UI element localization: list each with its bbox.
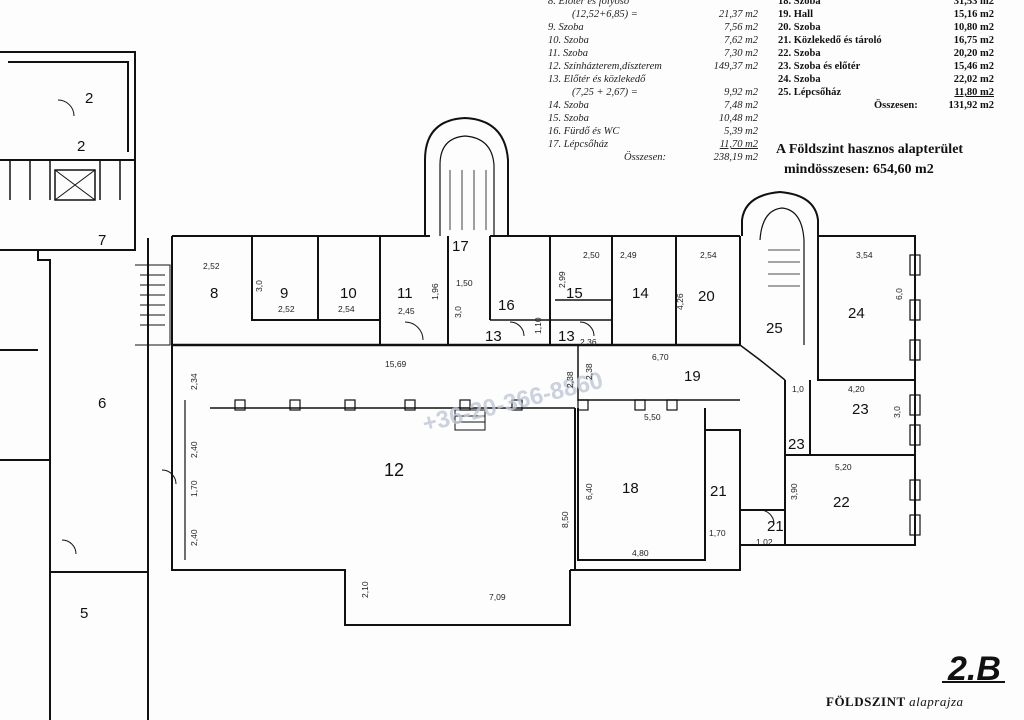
dim-label: 3,0 — [892, 406, 902, 418]
dim-label: 2,10 — [360, 581, 370, 598]
room-label-12: 12 — [384, 460, 404, 480]
dim-label: 1,0 — [792, 384, 804, 394]
room-label-5: 5 — [80, 605, 88, 622]
dim-label: 15,69 — [385, 359, 407, 369]
room-label-23-small: 23 — [788, 436, 805, 453]
dim-label: 2,54 — [700, 250, 717, 260]
dim-label: 2,45 — [398, 306, 415, 316]
dim-label: 2,38 — [565, 371, 575, 388]
dim-label: 3,0 — [453, 306, 463, 318]
dim-label: 3,0 — [254, 280, 264, 292]
room-label-21-small: 21 — [767, 518, 784, 535]
dim-label: 2,38 — [584, 363, 594, 380]
dim-label: 2,40 — [189, 529, 199, 546]
room-label-22: 22 — [833, 494, 850, 511]
room-label-15: 15 — [566, 285, 583, 302]
room-label-19: 19 — [684, 368, 701, 385]
room-label-13: 13 — [485, 328, 502, 345]
area-list-left: 8. Előtér és folyosó (12,52+6,85) =21,37… — [548, 0, 758, 164]
dim-label: 4,26 — [675, 293, 685, 310]
room-label-23: 23 — [852, 401, 869, 418]
area-row: (12,52+6,85) =21,37 m2 — [572, 9, 758, 20]
dim-label: 1,70 — [189, 480, 199, 497]
room-label-2: 2 — [85, 90, 93, 107]
dim-label: 2,54 — [338, 304, 355, 314]
area-row: 13. Előtér és közlekedő — [548, 74, 646, 85]
room-label-17: 17 — [452, 238, 469, 255]
drawing-title-main: FÖLDSZINT — [826, 694, 906, 709]
dim-label: 2,99 — [557, 271, 567, 288]
room-label-20: 20 — [698, 288, 715, 305]
dim-label: 1,02 — [756, 537, 773, 547]
room-label-10: 10 — [340, 285, 357, 302]
room-label-14: 14 — [632, 285, 649, 302]
room-label-21: 21 — [710, 483, 727, 500]
dim-label: 5,50 — [644, 412, 661, 422]
summary-line-2: mindösszesen: 654,60 m2 — [784, 162, 934, 177]
area-total-row: Összesen:238,19 m2 — [624, 152, 758, 163]
dim-label: 2,49 — [620, 250, 637, 260]
dim-label: 2,50 — [583, 250, 600, 260]
room-label-8: 8 — [210, 285, 218, 302]
dim-label: 7,09 — [489, 592, 506, 602]
room-label-7: 7 — [98, 232, 106, 249]
dim-label: 4,80 — [632, 548, 649, 558]
drawing-number: 2.B — [942, 650, 1005, 688]
dim-label: 1,70 — [709, 528, 726, 538]
room-label-9: 9 — [280, 285, 288, 302]
dim-label: 5,20 — [835, 462, 852, 472]
dim-label: 2,52 — [278, 304, 295, 314]
room-label-24: 24 — [848, 305, 865, 322]
dim-label: 1,50 — [456, 278, 473, 288]
dim-label: 6,40 — [584, 483, 594, 500]
room-label-25: 25 — [766, 320, 783, 337]
area-row: 8. Előtér és folyosó — [548, 0, 630, 7]
area-total-row: Összesen:131,92 m2 — [874, 100, 994, 111]
dim-label: 2,40 — [189, 441, 199, 458]
dim-label: 2,36 — [580, 337, 597, 347]
dim-label: 6,70 — [652, 352, 669, 362]
drawing-title: FÖLDSZINT alaprajza — [826, 694, 964, 710]
room-label-11: 11 — [397, 285, 413, 302]
room-label-2-lower: 2 — [77, 138, 85, 155]
dim-label: 1,96 — [430, 283, 440, 300]
area-row: (7,25 + 2,67) =9,92 m2 — [572, 87, 758, 98]
dim-label: 3,90 — [789, 483, 799, 500]
dim-label: 2,34 — [189, 373, 199, 390]
room-label-13-right: 13 — [558, 328, 575, 345]
dim-label: 4,20 — [848, 384, 865, 394]
dim-label: 3,54 — [856, 250, 873, 260]
dim-label: 8,50 — [560, 511, 570, 528]
room-label-6: 6 — [98, 395, 106, 412]
dim-label: 1,10 — [533, 317, 543, 334]
room-label-16: 16 — [498, 297, 515, 314]
summary-line-1: A Földszint hasznos alapterület — [776, 142, 964, 157]
total-area-summary: A Földszint hasznos alapterület mindössz… — [776, 140, 963, 180]
room-label-18: 18 — [622, 480, 639, 497]
drawing-title-sub: alaprajza — [909, 694, 964, 709]
dim-label: 6,0 — [894, 288, 904, 300]
dim-label: 2,52 — [203, 261, 220, 271]
